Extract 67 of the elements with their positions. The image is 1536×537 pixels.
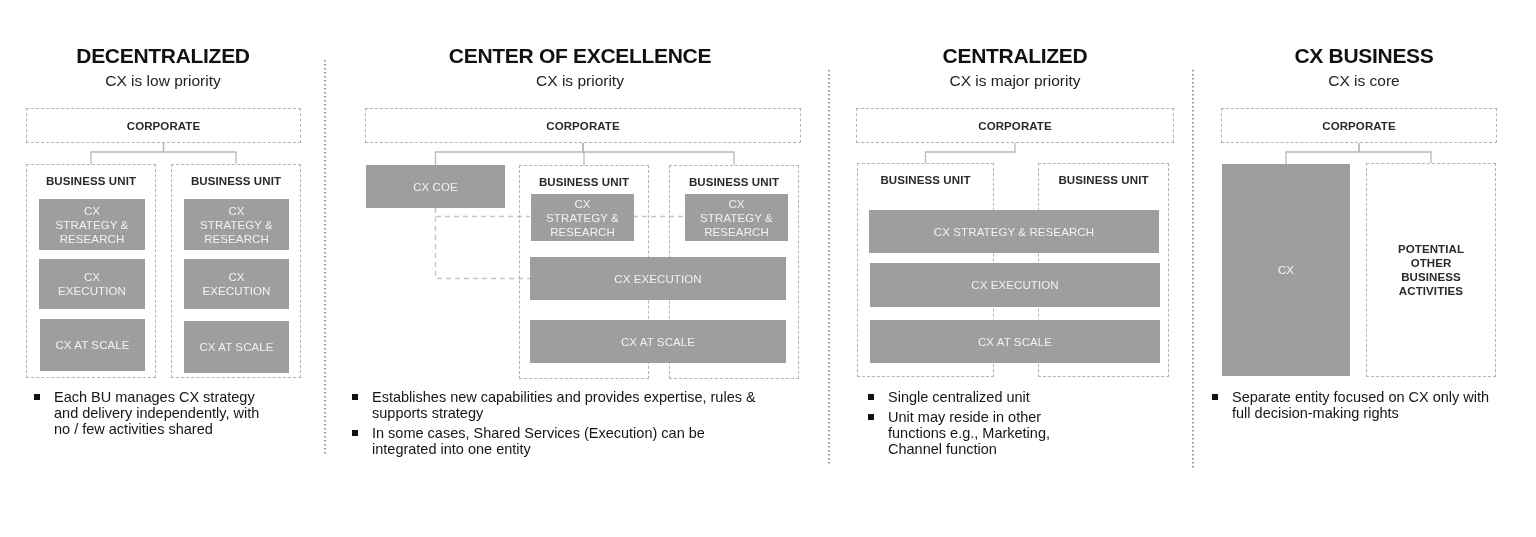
org-unit-box	[26, 164, 156, 378]
org-unit-box	[171, 164, 301, 378]
bullet-text: Establishes new capabilities and provides expertise, rules & supports strategy	[372, 389, 757, 421]
capability-block	[869, 210, 1159, 253]
box-label: CX AT SCALE	[199, 340, 274, 354]
box-label: CX EXECUTION	[57, 270, 127, 298]
section-subtitle: CX is major priority	[948, 72, 1082, 90]
box-label: BUSINESS UNIT	[880, 173, 971, 187]
org-unit-box	[1366, 163, 1496, 377]
box-label: BUSINESS UNIT	[1058, 173, 1149, 187]
capability-block	[40, 319, 145, 371]
box-label: CX STRATEGY & RESEARCH	[54, 203, 130, 246]
box-label: CX AT SCALE	[620, 334, 696, 349]
bullet-text: In some cases, Shared Services (Execution) can be integrated into one entity	[372, 425, 706, 457]
box-label: CORPORATE	[546, 118, 620, 133]
capability-block	[184, 321, 289, 373]
box-label: CX STRATEGY & RESEARCH	[699, 196, 774, 239]
box-label: CX AT SCALE	[977, 334, 1053, 349]
capability-block	[530, 257, 786, 300]
section-title: CENTER OF EXCELLENCE	[447, 44, 713, 68]
section-subtitle: CX is priority	[535, 72, 625, 90]
box-label: CORPORATE	[978, 118, 1052, 133]
capability-block	[531, 194, 634, 241]
capability-block	[366, 165, 505, 208]
box-label: CORPORATE	[126, 118, 201, 133]
connector-line	[162, 142, 237, 165]
connector-line	[582, 142, 735, 166]
org-unit-box	[365, 108, 801, 143]
section-title: CENTRALIZED	[941, 44, 1089, 68]
capability-block	[530, 320, 786, 363]
box-label: BUSINESS UNIT	[45, 174, 137, 188]
box-label: CX STRATEGY & RESEARCH	[545, 196, 620, 239]
org-unit-box	[26, 108, 301, 143]
box-label: BUSINESS UNIT	[688, 175, 780, 189]
capability-block	[1222, 164, 1350, 376]
org-unit-box	[1221, 108, 1497, 143]
bullet-text: Each BU manages CX strategy and delivery independently, with no / few activities shared	[54, 389, 261, 437]
section-subtitle: CX is low priority	[104, 72, 222, 90]
org-unit-box	[856, 108, 1174, 143]
box-label: CX EXECUTION	[614, 271, 702, 286]
capability-block	[184, 199, 289, 250]
box-label: CX EXECUTION	[201, 270, 272, 298]
bullet-text: Single centralized unit	[888, 389, 1030, 405]
box-label: CX STRATEGY & RESEARCH	[199, 203, 274, 246]
connector-line	[1358, 142, 1432, 164]
box-label: CX EXECUTION	[971, 278, 1059, 292]
box-label: CX COE	[413, 179, 458, 194]
box-label: CORPORATE	[1322, 118, 1396, 133]
capability-block	[685, 194, 788, 241]
bullet-text: Unit may reside in other functions e.g., Marketing, Channel function	[888, 409, 1051, 457]
capability-block	[870, 320, 1160, 363]
box-label: BUSINESS UNIT	[190, 174, 282, 188]
section-subtitle: CX is core	[1327, 72, 1401, 90]
connector-line	[924, 142, 1016, 164]
capability-block	[39, 199, 145, 250]
capability-block	[870, 263, 1160, 307]
box-label: CX AT SCALE	[55, 338, 130, 352]
section-title: CX BUSINESS	[1293, 44, 1435, 68]
box-label: BUSINESS UNIT	[538, 175, 630, 189]
box-label: CX	[1277, 263, 1295, 277]
box-label: POTENTIAL OTHER BUSINESS ACTIVITIES	[1396, 242, 1466, 298]
capability-block	[184, 259, 289, 309]
box-label: CX STRATEGY & RESEARCH	[933, 224, 1095, 239]
dashed-connector	[434, 207, 531, 280]
section-title: DECENTRALIZED	[75, 44, 251, 68]
capability-block	[39, 259, 145, 309]
bullet-text: Separate entity focused on CX only with full decision-making rights	[1232, 389, 1491, 421]
